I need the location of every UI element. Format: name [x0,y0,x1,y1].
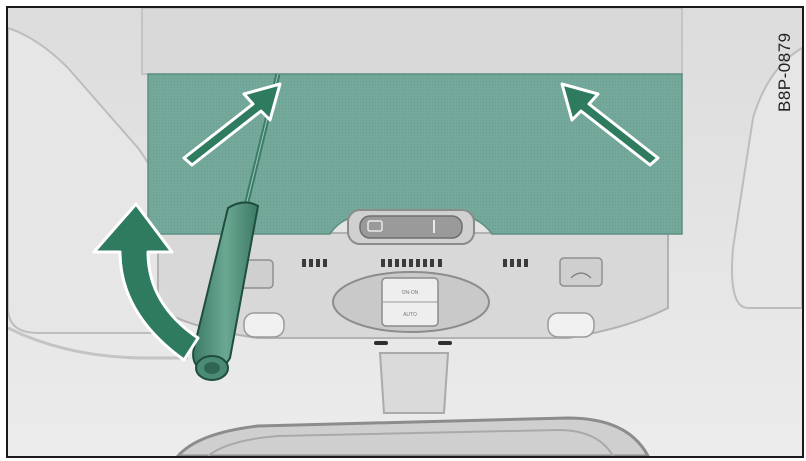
button-bottom-label: AUTO [403,312,417,318]
figure-frame: ON-ON AUTO [6,6,804,458]
microphone-slot-right [438,341,452,345]
upper-housing [142,8,682,74]
button-top-label: ON-ON [402,290,419,296]
right-lamp-button[interactable] [548,313,594,337]
light-switch[interactable] [360,216,462,238]
figure-code: B8P-0879 [775,12,801,112]
left-lamp-button[interactable] [244,313,284,337]
right-console-switch[interactable] [560,258,602,286]
microphone-slot-left [374,341,388,345]
illustration: ON-ON AUTO [8,8,802,456]
mirror-stem [380,353,448,413]
